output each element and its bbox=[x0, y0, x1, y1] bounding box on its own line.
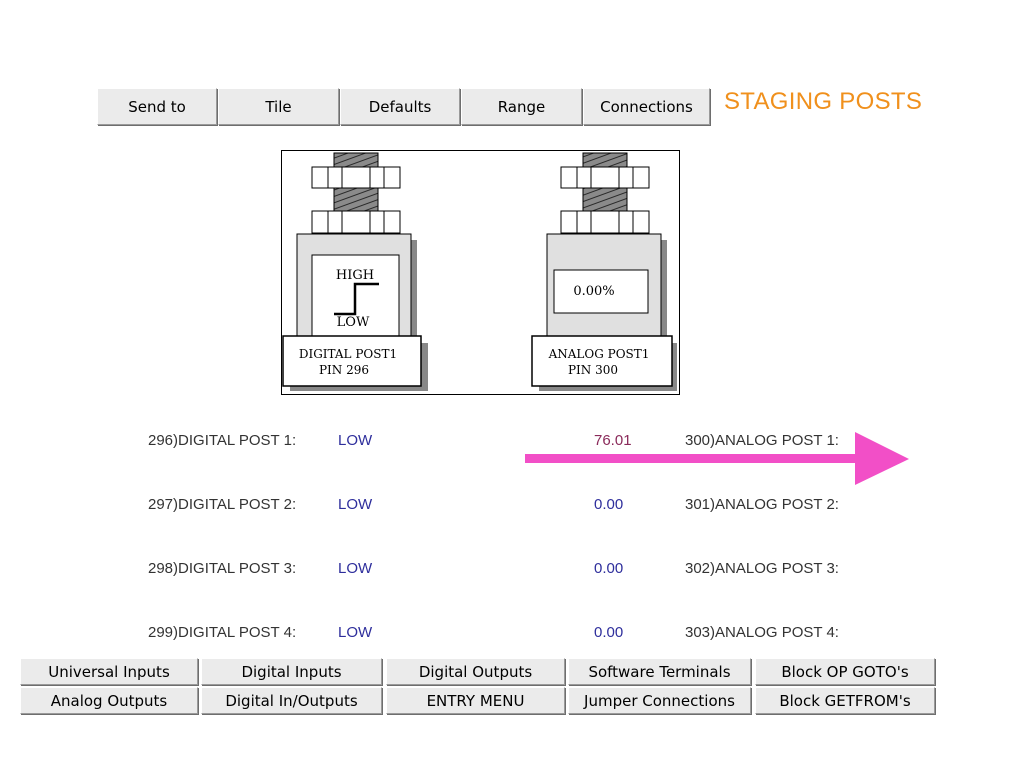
digital-post-4-label: 299)DIGITAL POST 4: bbox=[148, 624, 297, 641]
send-to-button[interactable]: Send to bbox=[97, 88, 217, 125]
page-title: STAGING POSTS bbox=[724, 88, 923, 115]
digital-post-pin: PIN 296 bbox=[319, 363, 369, 377]
connections-button[interactable]: Connections bbox=[583, 88, 710, 125]
universal-inputs-button[interactable]: Universal Inputs bbox=[20, 658, 198, 685]
block-getfrom-button[interactable]: Block GETFROM's bbox=[755, 687, 935, 714]
jumper-connections-button[interactable]: Jumper Connections bbox=[568, 687, 751, 714]
analog-post-pin: PIN 300 bbox=[568, 363, 618, 377]
range-button[interactable]: Range bbox=[461, 88, 582, 125]
digital-post-2-label: 297)DIGITAL POST 2: bbox=[148, 496, 297, 513]
analog-post-4-value: 0.00 bbox=[594, 624, 624, 641]
analog-post-3-value: 0.00 bbox=[594, 560, 624, 577]
analog-outputs-button[interactable]: Analog Outputs bbox=[20, 687, 198, 714]
defaults-button[interactable]: Defaults bbox=[340, 88, 460, 125]
analog-post-4-label: 303)ANALOG POST 4: bbox=[685, 624, 839, 641]
analog-post-1-value: 76.01 bbox=[594, 432, 632, 449]
digital-low-label: LOW bbox=[337, 315, 370, 330]
software-terminals-button[interactable]: Software Terminals bbox=[568, 658, 751, 685]
analog-post-2-label: 301)ANALOG POST 2: bbox=[685, 496, 839, 513]
digital-post-name: DIGITAL POST1 bbox=[299, 347, 397, 361]
digital-post-3-value: LOW bbox=[338, 560, 373, 577]
digital-outputs-button[interactable]: Digital Outputs bbox=[386, 658, 565, 685]
digital-high-label: HIGH bbox=[336, 268, 374, 283]
digital-post-1-value: LOW bbox=[338, 432, 373, 449]
analog-post-1-label: 300)ANALOG POST 1: bbox=[685, 432, 839, 449]
digital-post-1-label: 296)DIGITAL POST 1: bbox=[148, 432, 297, 449]
block-op-goto-button[interactable]: Block OP GOTO's bbox=[755, 658, 935, 685]
analog-post-icon bbox=[531, 152, 677, 391]
entry-menu-button[interactable]: ENTRY MENU bbox=[386, 687, 565, 714]
posts-illustration: HIGH LOW DIGITAL POST1 PIN 296 0.00% ANA… bbox=[282, 152, 677, 391]
digital-post-4-value: LOW bbox=[338, 624, 373, 641]
digital-inputs-button[interactable]: Digital Inputs bbox=[201, 658, 382, 685]
digital-post-3-label: 298)DIGITAL POST 3: bbox=[148, 560, 297, 577]
digital-post-2-value: LOW bbox=[338, 496, 373, 513]
tile-button[interactable]: Tile bbox=[218, 88, 339, 125]
analog-post-2-value: 0.00 bbox=[594, 496, 624, 513]
analog-post-3-label: 302)ANALOG POST 3: bbox=[685, 560, 839, 577]
staging-posts-diagram: HIGH LOW DIGITAL POST1 PIN 296 0.00% ANA… bbox=[281, 150, 680, 395]
analog-post-name: ANALOG POST1 bbox=[548, 347, 650, 361]
pointer-arrow-icon bbox=[525, 432, 909, 485]
analog-display-value: 0.00% bbox=[573, 284, 614, 299]
digital-post-icon bbox=[282, 152, 428, 391]
digital-in-outputs-button[interactable]: Digital In/Outputs bbox=[201, 687, 382, 714]
